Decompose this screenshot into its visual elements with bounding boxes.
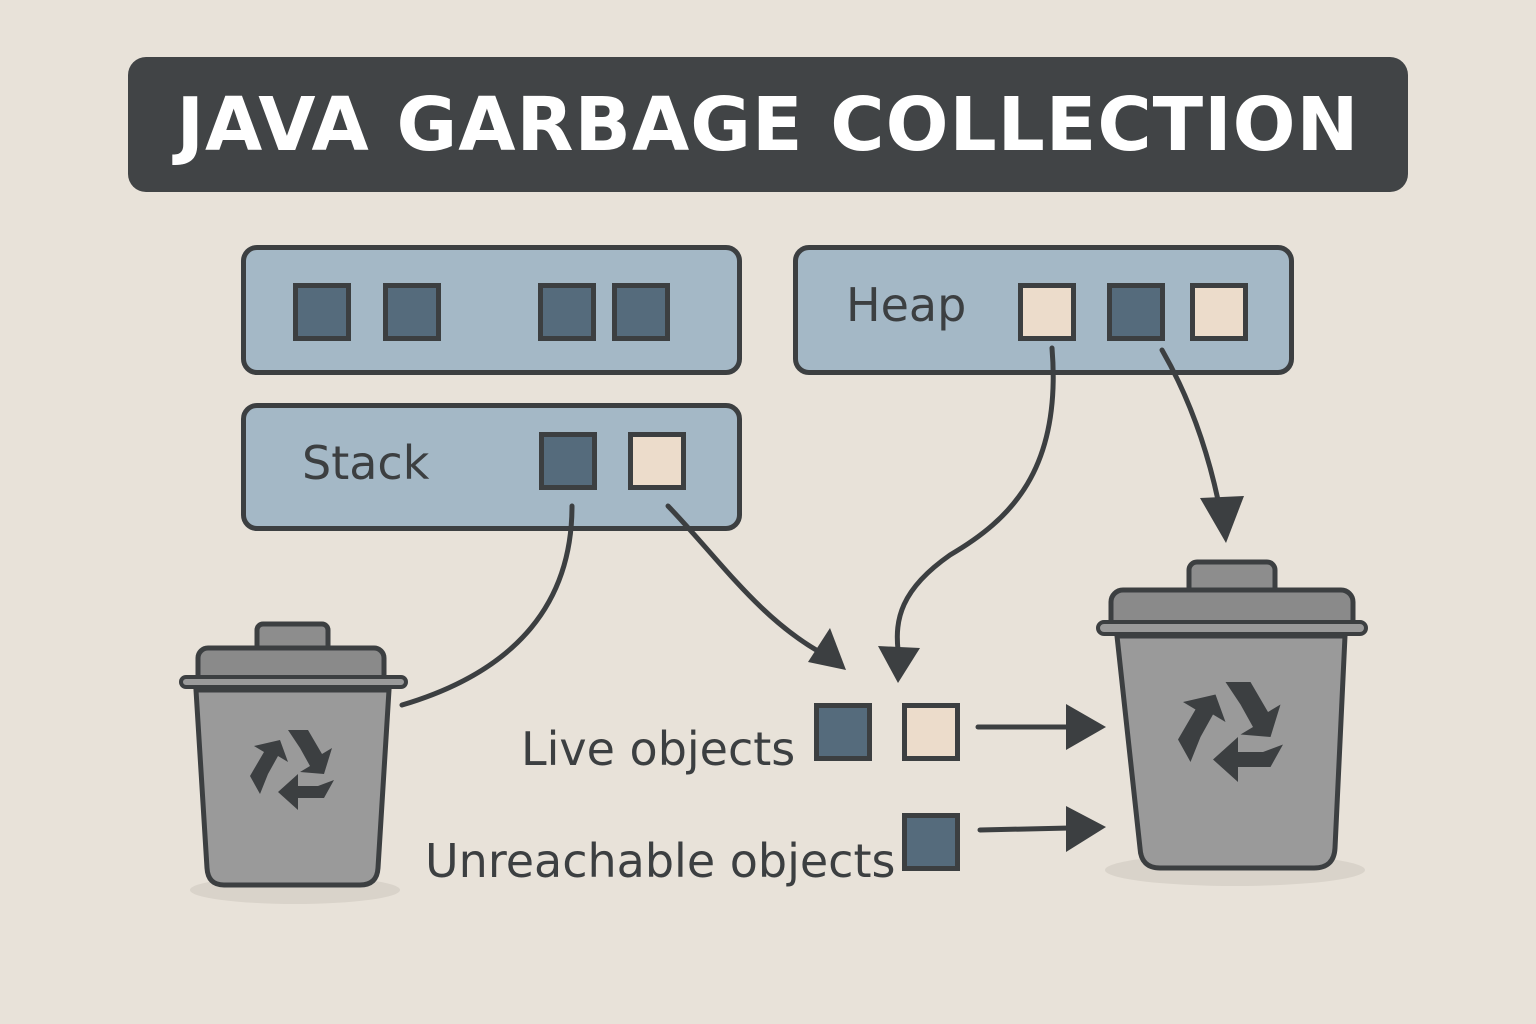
- heap-object-2: [1107, 283, 1165, 341]
- stack-object-3: [538, 283, 596, 341]
- stack-label: Stack: [302, 436, 430, 490]
- trash-bin-icon-right: [1096, 559, 1368, 886]
- live-objects-label: Live objects: [521, 722, 796, 776]
- title-banner: JAVA GARBAGE COLLECTION: [128, 57, 1408, 192]
- arrowhead-heap-live: [878, 646, 920, 683]
- arrowhead-heap-bin: [1200, 496, 1244, 543]
- stack-object-1: [293, 283, 351, 341]
- stack-to-live-arrow: [665, 503, 828, 658]
- stack-object-2: [383, 283, 441, 341]
- stack-ref-object-1: [539, 432, 597, 490]
- heap-to-live-arrow: [894, 345, 1056, 653]
- heap-label: Heap: [846, 278, 967, 332]
- arrowhead-live-bin: [1066, 704, 1106, 750]
- arrowhead-unreachable-bin: [1066, 806, 1106, 852]
- unreachable-objects-label: Unreachable objects: [425, 834, 896, 888]
- heap-object-3: [1190, 283, 1248, 341]
- live-object-light: [902, 703, 960, 761]
- stack-to-left-bin-connector: [399, 503, 575, 708]
- live-object-dark: [814, 703, 872, 761]
- stack-ref-object-2: [628, 432, 686, 490]
- page-title: JAVA GARBAGE COLLECTION: [176, 81, 1360, 168]
- stack-object-4: [612, 283, 670, 341]
- arrowhead-stack-live: [808, 628, 846, 670]
- heap-object-1: [1018, 283, 1076, 341]
- heap-to-right-bin-arrow: [1159, 347, 1221, 503]
- trash-bin-icon-left: [179, 621, 408, 904]
- unreachable-object: [902, 813, 960, 871]
- unreachable-to-bin-arrow: [977, 825, 1073, 833]
